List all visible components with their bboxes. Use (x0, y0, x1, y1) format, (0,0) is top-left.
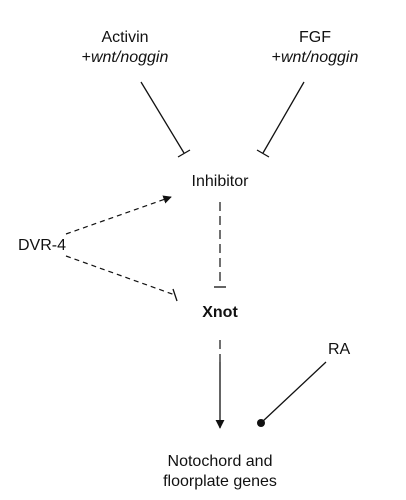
node-activin: Activin +wnt/noggin (55, 28, 195, 68)
fgf-wnt-noggin: wnt/noggin (280, 49, 359, 66)
edge-dvr4-activates-inhibitor (65, 195, 172, 235)
fgf-plus: + (271, 49, 281, 66)
node-dvr4: DVR-4 (18, 237, 67, 254)
activin-wnt-noggin: wnt/noggin (90, 49, 169, 66)
genes-line1: Notochord and (167, 453, 273, 470)
genes-line2: floorplate genes (163, 473, 277, 490)
node-xnot: Xnot (202, 304, 238, 321)
node-fgf: FGF +wnt/noggin (245, 28, 385, 68)
edge-fgf-inhibits-inhibitor (256, 81, 305, 158)
node-notochord-floorplate-genes: Notochord and floorplate genes (130, 452, 310, 492)
edge-inhibitor-inhibits-xnot (214, 202, 226, 288)
activin-plus: + (81, 49, 91, 66)
fgf-modifier: +wnt/noggin (245, 48, 385, 68)
node-ra: RA (328, 341, 351, 358)
fgf-label: FGF (299, 29, 331, 46)
edge-activin-inhibits-inhibitor (140, 81, 191, 158)
edge-dvr4-inhibits-xnot (65, 255, 178, 302)
node-inhibitor: Inhibitor (191, 173, 249, 190)
edge-ra-to-genes (257, 361, 327, 427)
activin-label: Activin (101, 29, 149, 46)
activin-modifier: +wnt/noggin (55, 48, 195, 68)
